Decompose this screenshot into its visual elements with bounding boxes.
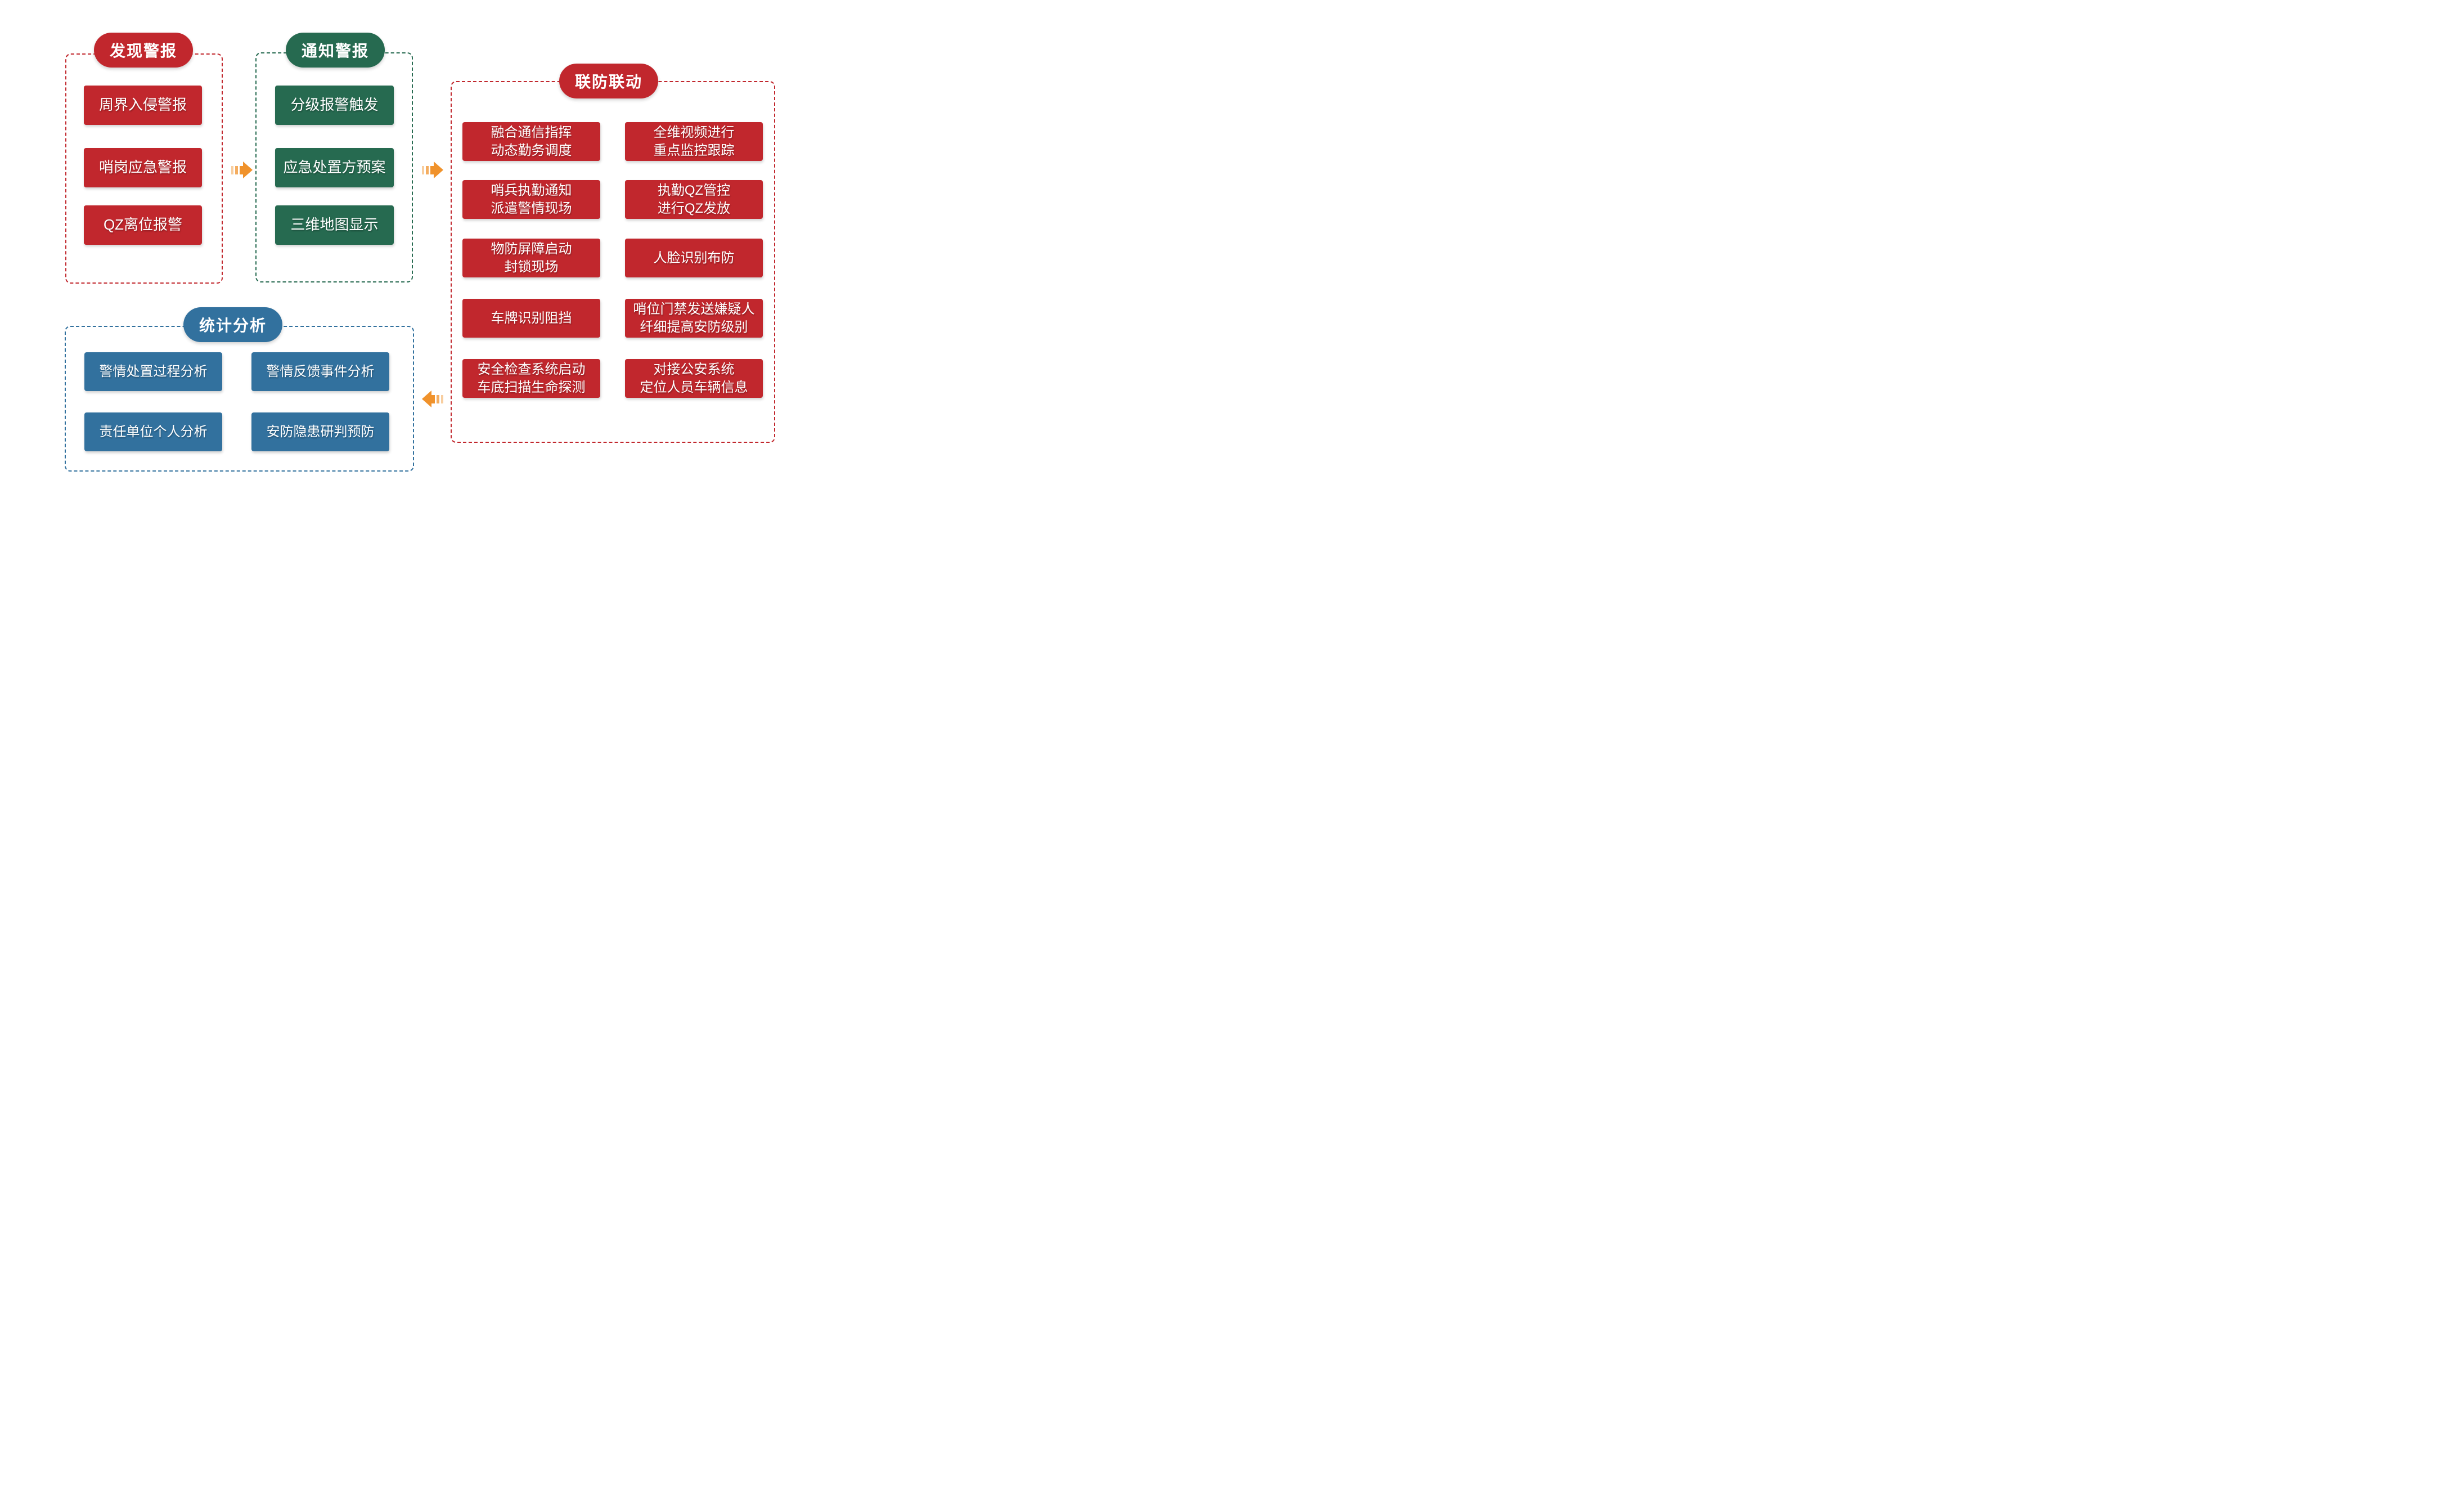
node-label: 责任单位个人分析 xyxy=(99,424,208,439)
node-label: 对接公安系统 定位人员车辆信息 xyxy=(640,362,748,395)
node-label: 哨位门禁发送嫌疑人 纤细提高安防级别 xyxy=(633,302,755,335)
node-label: 警情反馈事件分析 xyxy=(266,364,375,379)
node-label: 车牌识别阻挡 xyxy=(491,310,572,326)
node-label: 安防隐患研判预防 xyxy=(266,424,375,439)
node-perimeter-intrusion-alarm: 周界入侵警报 xyxy=(84,86,202,125)
node-security-check-life-detect: 安全检查系统启动 车底扫描生命探测 xyxy=(462,359,600,398)
node-alarm-handling-process-analysis: 警情处置过程分析 xyxy=(84,352,222,391)
section-pill-statistical-analysis: 统计分析 xyxy=(183,307,282,342)
node-fusion-communication-dispatch: 融合通信指挥 动态勤务调度 xyxy=(462,122,600,161)
node-emergency-response-plan: 应急处置方预案 xyxy=(275,148,394,187)
node-label: 应急处置方预案 xyxy=(283,159,386,176)
node-label: 三维地图显示 xyxy=(290,216,379,234)
diagram-canvas: 发现警报 周界入侵警报 哨岗应急警报 QZ离位报警 通知警报 分级报警触发 应急… xyxy=(0,0,821,498)
node-alarm-feedback-event-analysis: 警情反馈事件分析 xyxy=(251,352,389,391)
section-title-statistical-analysis: 统计分析 xyxy=(199,317,267,334)
section-pill-notify-alarm: 通知警报 xyxy=(286,33,385,68)
section-pill-discover-alarm: 发现警报 xyxy=(94,33,193,68)
section-pill-joint-defense: 联防联动 xyxy=(559,64,658,98)
node-3d-map-display: 三维地图显示 xyxy=(275,205,394,245)
node-label: 分级报警触发 xyxy=(290,96,379,114)
node-full-video-tracking: 全维视频进行 重点监控跟踪 xyxy=(625,122,763,161)
node-sentry-emergency-alarm: 哨岗应急警报 xyxy=(84,148,202,187)
node-graded-alarm-trigger: 分级报警触发 xyxy=(275,86,394,125)
node-physical-barrier-lockdown: 物防屏障启动 封锁现场 xyxy=(462,239,600,277)
node-police-system-locate-info: 对接公安系统 定位人员车辆信息 xyxy=(625,359,763,398)
node-sentry-duty-notify-dispatch: 哨兵执勤通知 派遣警情现场 xyxy=(462,180,600,219)
section-title-joint-defense: 联防联动 xyxy=(574,73,642,91)
node-label: 全维视频进行 重点监控跟踪 xyxy=(653,125,735,158)
arrow-notify-to-joint-icon xyxy=(422,161,443,178)
section-title-discover-alarm: 发现警报 xyxy=(109,42,177,60)
arrow-joint-to-stats-icon xyxy=(422,391,443,407)
node-face-recognition-defense: 人脸识别布防 xyxy=(625,239,763,277)
node-label: 周界入侵警报 xyxy=(98,96,187,114)
node-label: 融合通信指挥 动态勤务调度 xyxy=(491,125,572,158)
node-label: 执勤QZ管控 进行QZ发放 xyxy=(657,183,731,216)
node-label: 哨兵执勤通知 派遣警情现场 xyxy=(491,183,572,216)
node-label: 人脸识别布防 xyxy=(653,250,735,266)
node-qz-control-distribution: 执勤QZ管控 进行QZ发放 xyxy=(625,180,763,219)
arrow-discover-to-notify-icon xyxy=(231,161,253,178)
node-label: 哨岗应急警报 xyxy=(98,159,187,176)
node-responsible-unit-person-analysis: 责任单位个人分析 xyxy=(84,412,222,451)
node-sentry-access-suspect-alert: 哨位门禁发送嫌疑人 纤细提高安防级别 xyxy=(625,299,763,338)
node-label: 警情处置过程分析 xyxy=(99,364,208,379)
node-security-risk-prediction: 安防隐患研判预防 xyxy=(251,412,389,451)
node-label: 安全检查系统启动 车底扫描生命探测 xyxy=(477,362,586,395)
node-label: QZ离位报警 xyxy=(103,216,183,234)
section-title-notify-alarm: 通知警报 xyxy=(301,42,369,60)
node-qz-off-position-alarm: QZ离位报警 xyxy=(84,205,202,245)
node-label: 物防屏障启动 封锁现场 xyxy=(491,241,572,275)
node-plate-recognition-block: 车牌识别阻挡 xyxy=(462,299,600,338)
